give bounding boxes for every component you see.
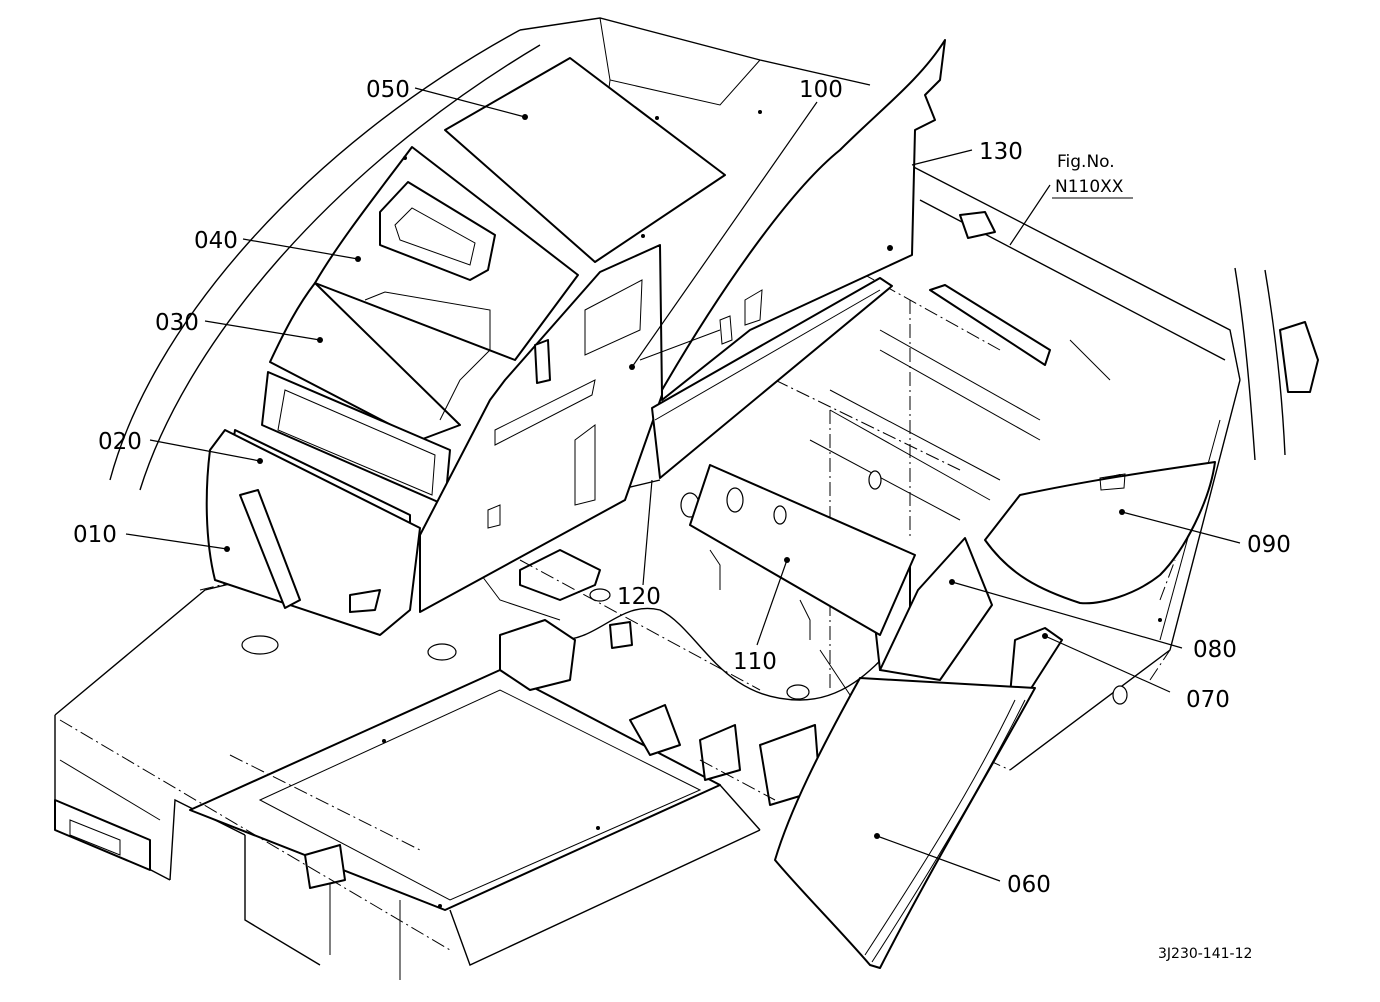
callout-080: 080 bbox=[1193, 637, 1237, 663]
callout-130: 130 bbox=[979, 139, 1023, 165]
part-070-panel bbox=[1009, 627, 1063, 696]
part-050-panel bbox=[444, 57, 726, 263]
callout-060: 060 bbox=[1007, 872, 1051, 898]
fig-number-value: N110XX bbox=[1055, 177, 1124, 197]
part-080-panel bbox=[879, 537, 993, 681]
callout-090: 090 bbox=[1247, 532, 1291, 558]
part-090-panel bbox=[984, 461, 1216, 605]
part-120-panel bbox=[651, 277, 893, 479]
callout-040: 040 bbox=[194, 228, 238, 254]
part-060-panel bbox=[774, 677, 1036, 969]
part-110-panel bbox=[689, 464, 916, 640]
callout-010: 010 bbox=[73, 522, 117, 548]
leader-dots bbox=[224, 110, 1162, 908]
callout-070: 070 bbox=[1186, 687, 1230, 713]
figure-reference: Fig.No. N110XX bbox=[1055, 152, 1124, 197]
callout-020: 020 bbox=[98, 429, 142, 455]
callout-050: 050 bbox=[366, 77, 410, 103]
callout-110: 110 bbox=[733, 649, 777, 675]
callout-120: 120 bbox=[617, 584, 661, 610]
part-010-panel bbox=[205, 429, 421, 636]
part-100-panel bbox=[419, 244, 663, 613]
part-040-panel bbox=[314, 146, 579, 361]
callout-100: 100 bbox=[799, 77, 843, 103]
drawing-code: 3J230-141-12 bbox=[1158, 946, 1252, 962]
leader-lines bbox=[125, 87, 1241, 882]
part-030-panel bbox=[269, 282, 491, 441]
callout-030: 030 bbox=[155, 310, 199, 336]
callout-labels: 050 040 030 020 010 100 130 090 080 070 … bbox=[73, 77, 1291, 898]
part-130-panel bbox=[639, 39, 946, 401]
fig-number-label: Fig.No. bbox=[1057, 152, 1115, 172]
